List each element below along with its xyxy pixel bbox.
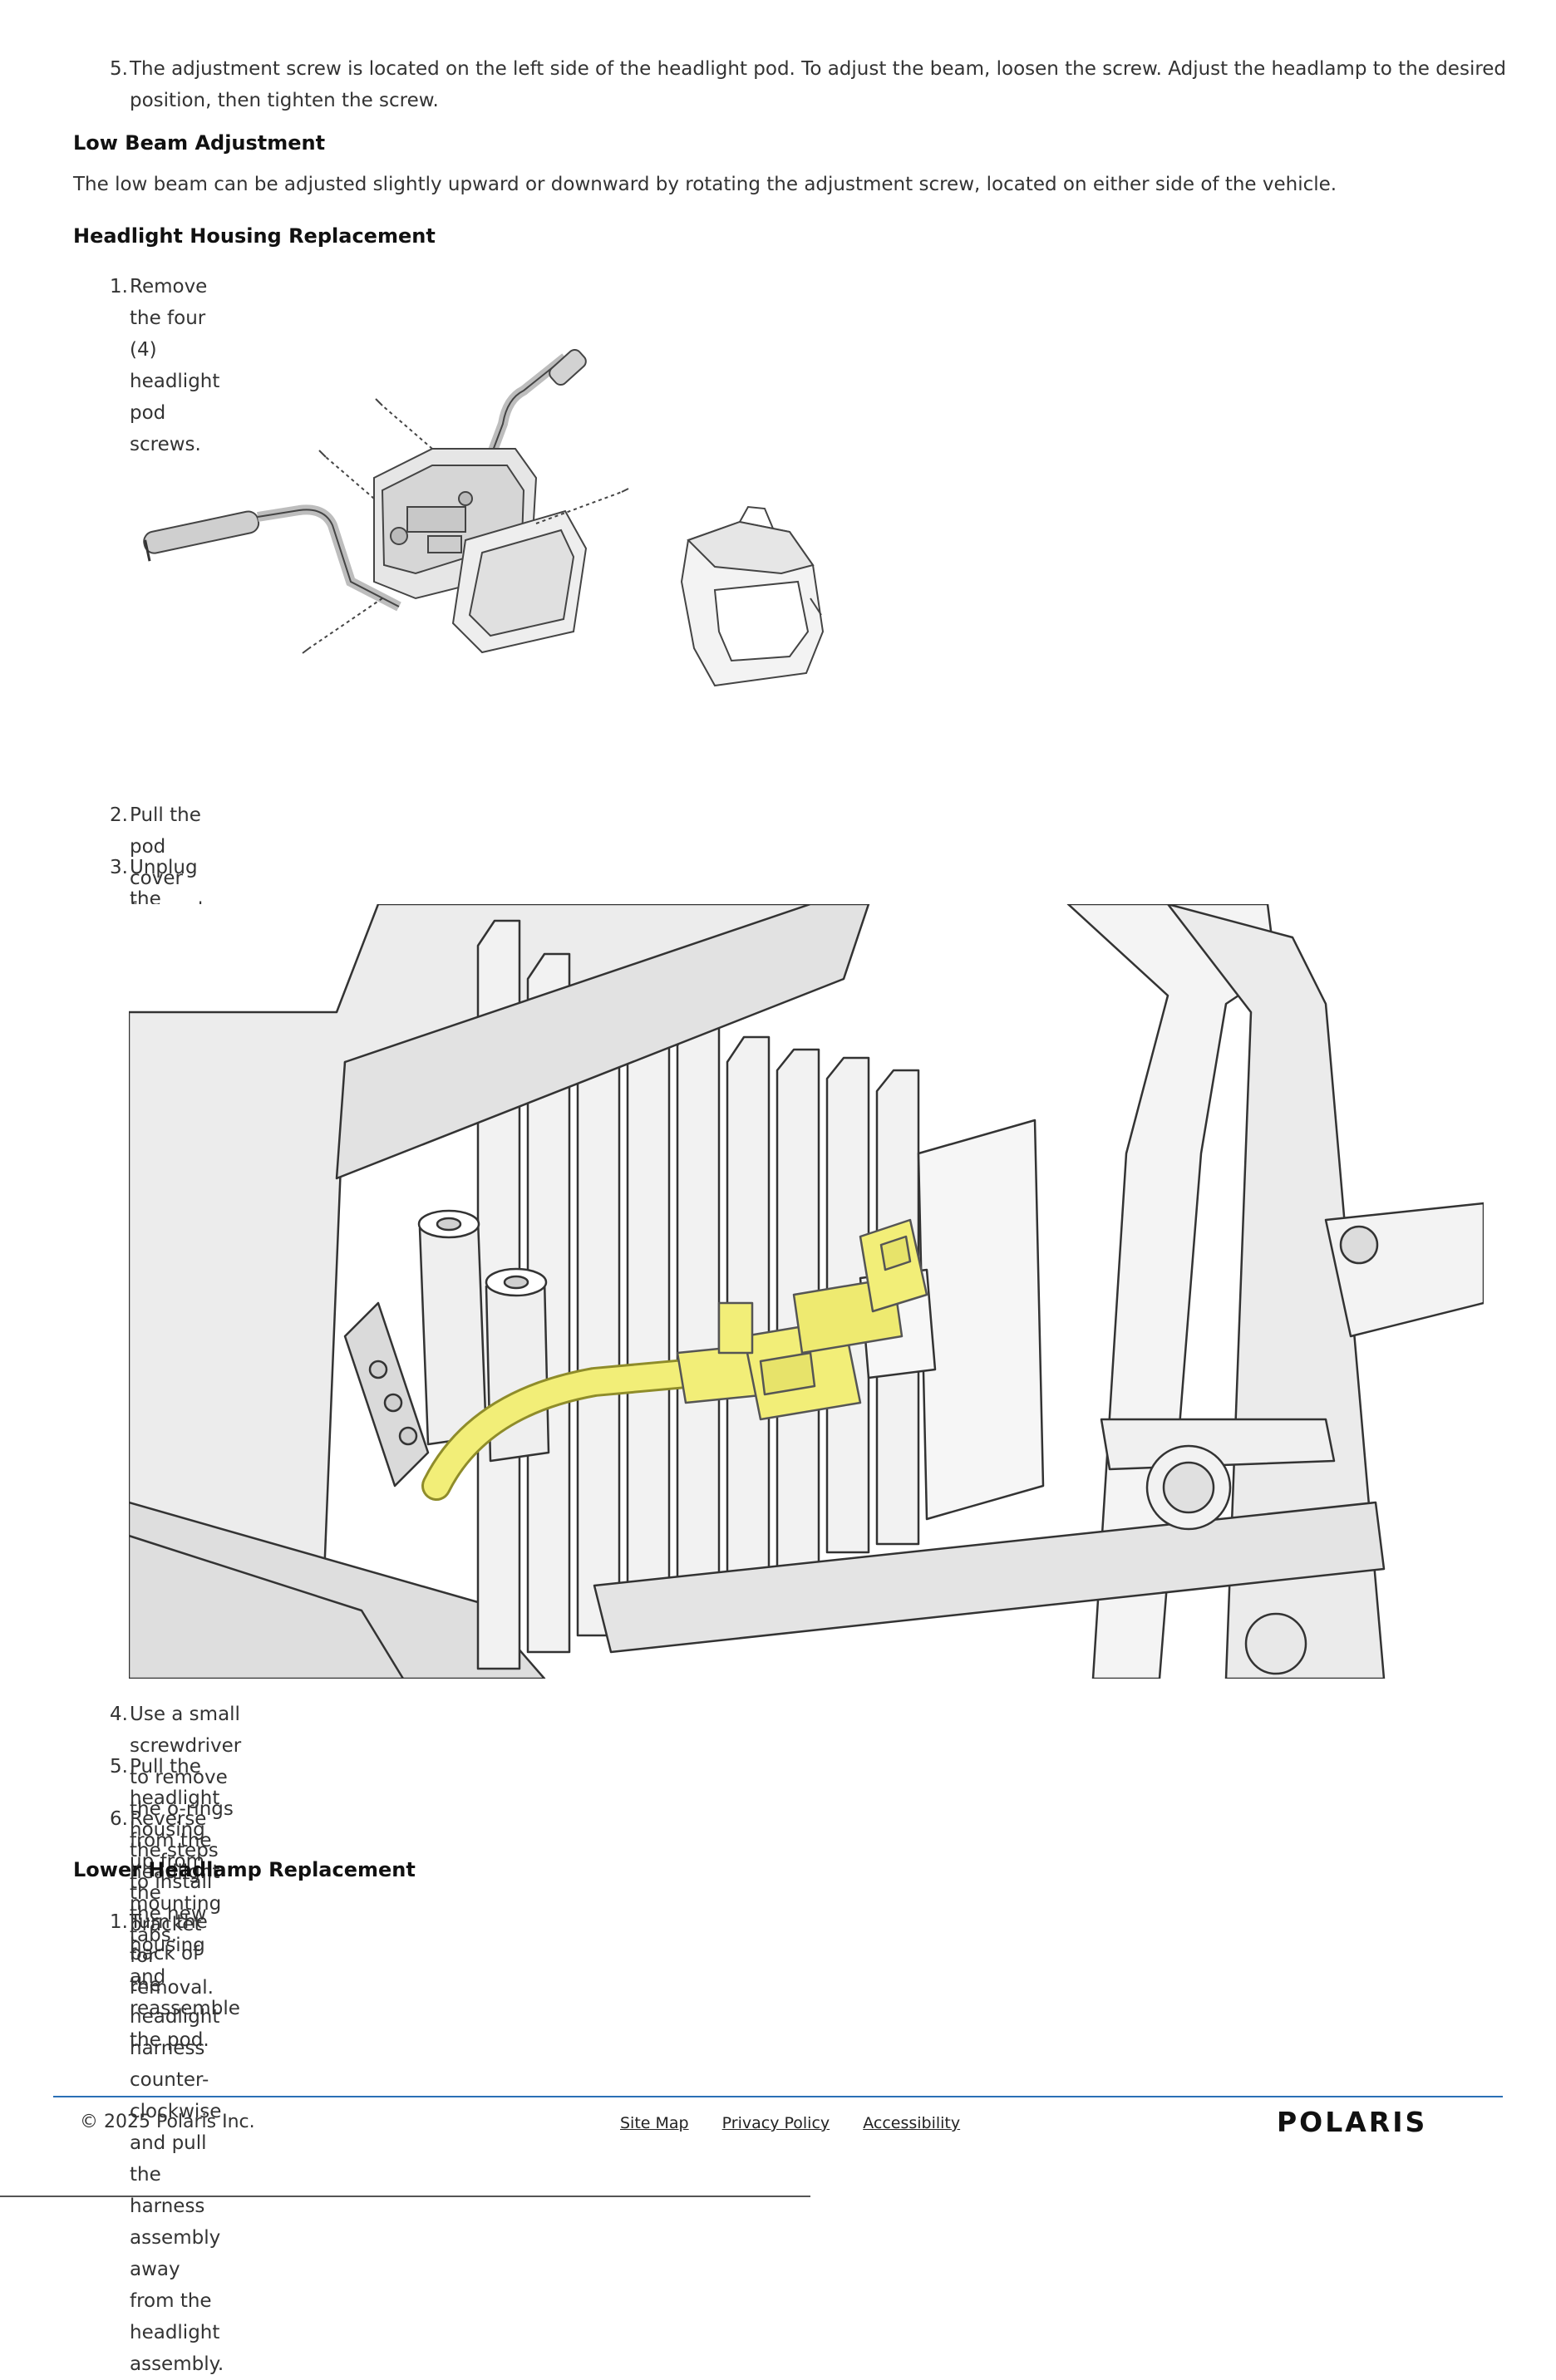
step-text: The adjustment screw is located on the l…	[130, 58, 1507, 111]
step-text: Reverse the steps to install the new hou…	[130, 1808, 240, 2051]
step-number: 2.	[110, 804, 128, 826]
step-number: 6.	[110, 1808, 128, 1830]
step-text: Turn the back of the headlight harness c…	[130, 1911, 224, 2375]
step-text: Pull the headlight housing up from the b…	[130, 1756, 220, 1999]
step-text: Remove the four (4) headlight pod screws…	[130, 276, 220, 455]
footer-divider	[53, 2096, 1503, 2097]
step-number: 4.	[110, 1704, 128, 1725]
wiring-connector-illustration	[129, 904, 1484, 1679]
lower-headlamp-heading: Lower Headlamp Replacement	[73, 1858, 416, 1881]
privacy-policy-link[interactable]: Privacy Policy	[721, 2114, 830, 2132]
step-number: 5.	[110, 58, 128, 80]
handlebar-pod-illustration	[143, 348, 825, 687]
bottom-rule	[0, 2196, 810, 2197]
polaris-logo-text: POLARIS	[1277, 2107, 1427, 2136]
site-map-link[interactable]: Site Map	[620, 2114, 689, 2132]
manual-page: 5. The adjustment screw is located on th…	[0, 58, 1507, 2375]
polaris-logo[interactable]: POLARIS	[1277, 2107, 1476, 2136]
step-text: Use a small screwdriver to remove the o-…	[130, 1704, 242, 1946]
low-beam-text: The low beam can be adjusted slightly up…	[73, 174, 1337, 195]
step-number: 5.	[110, 1756, 128, 1778]
step-number: 1.	[110, 1911, 128, 1933]
footer-links: Site Map Privacy Policy Accessibility	[620, 2111, 988, 2136]
copyright: © 2025 Polaris Inc.	[80, 2112, 255, 2132]
accessibility-link[interactable]: Accessibility	[863, 2114, 961, 2132]
step-number: 1.	[110, 276, 128, 298]
step-number: 3.	[110, 857, 128, 878]
housing-heading: Headlight Housing Replacement	[73, 224, 436, 248]
low-beam-heading: Low Beam Adjustment	[73, 131, 326, 155]
